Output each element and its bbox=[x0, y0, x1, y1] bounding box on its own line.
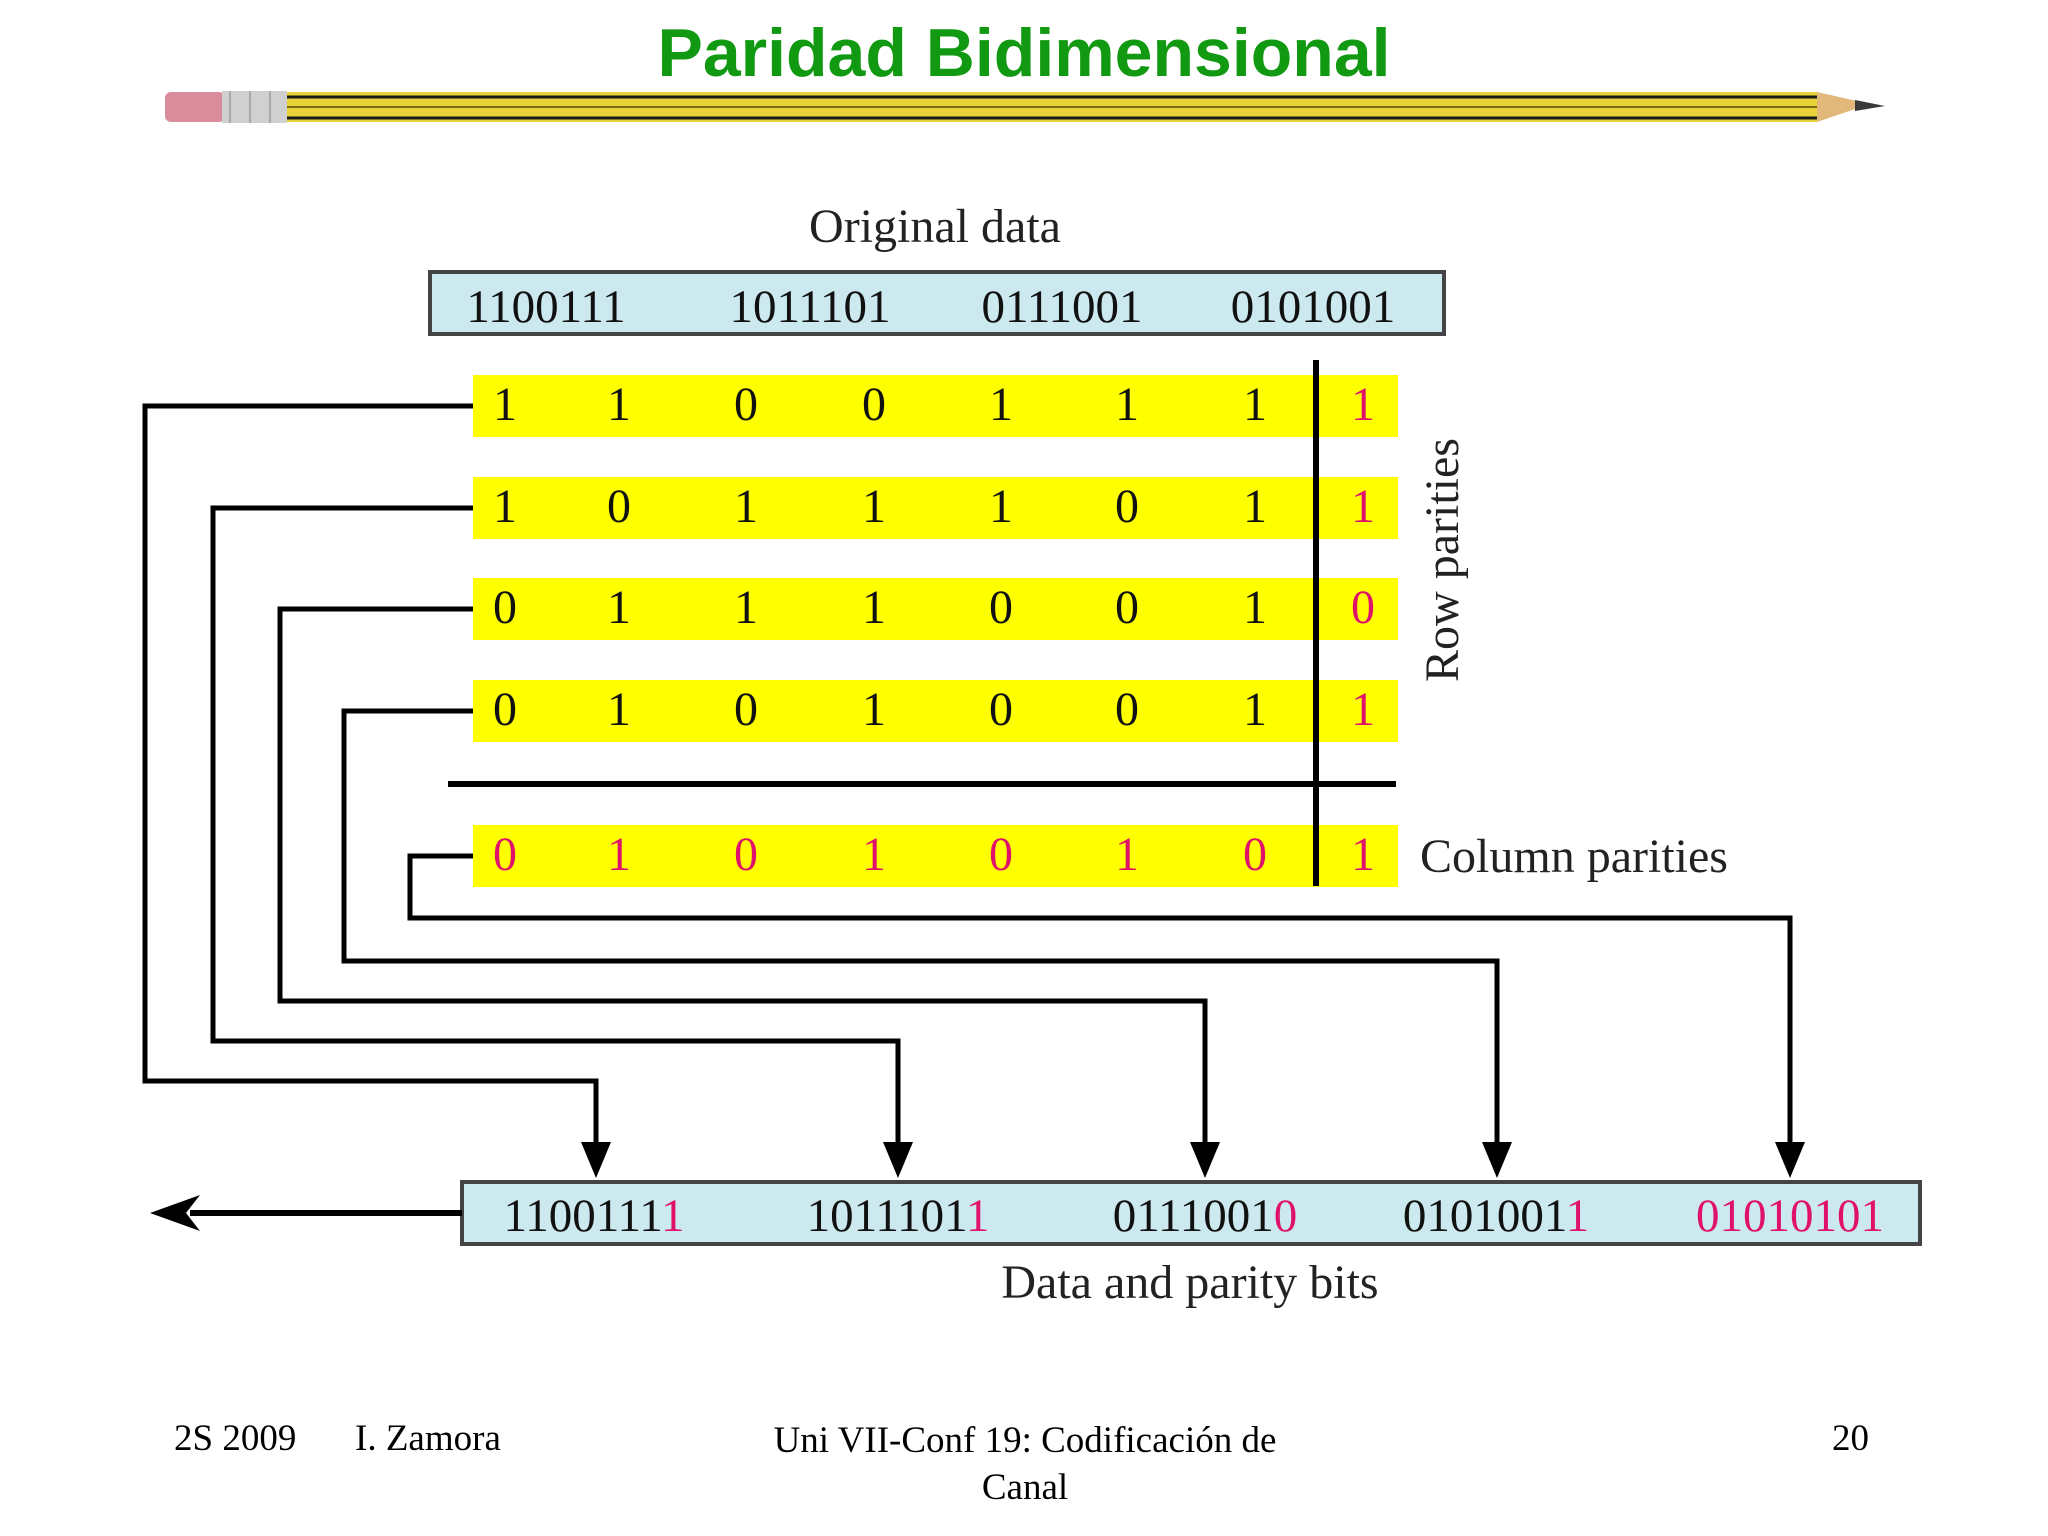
bit-cell: 1 bbox=[734, 480, 758, 533]
bit-cell: 1 bbox=[862, 581, 886, 634]
column-parities-label: Column parities bbox=[1420, 830, 1728, 883]
bit-cell: 0 bbox=[1115, 581, 1139, 634]
row-parities-label: Row parities bbox=[1416, 438, 1469, 682]
parity-bit: 1 bbox=[1351, 378, 1375, 431]
connector-line bbox=[341, 708, 1500, 1162]
footer-author: I. Zamora bbox=[355, 1418, 501, 1459]
original-data-word: 1011101 bbox=[729, 281, 890, 333]
bit-cell: 1 bbox=[1243, 378, 1267, 431]
bit-cell: 0 bbox=[1115, 683, 1139, 736]
bit-cell: 1 bbox=[862, 480, 886, 533]
bit-cell: 1 bbox=[607, 378, 631, 431]
output-data-word: 01010011 bbox=[1403, 1190, 1589, 1242]
connector-line bbox=[210, 505, 901, 1162]
bit-cell: 1 bbox=[734, 581, 758, 634]
output-data-word: 10111011 bbox=[807, 1190, 990, 1242]
footer-course-line1: Uni VII-Conf 19: Codificación de bbox=[773, 1420, 1277, 1461]
bit-cell: 1 bbox=[1115, 378, 1139, 431]
footer-course: Uni VII-Conf 19: Codificación de Canal bbox=[700, 1417, 1350, 1511]
bit-cell: 0 bbox=[734, 828, 758, 881]
data-row-band bbox=[473, 477, 1398, 539]
bit-cell: 0 bbox=[493, 828, 517, 881]
parity-bit: 1 bbox=[1351, 683, 1375, 736]
bit-cell: 1 bbox=[1243, 480, 1267, 533]
slide-title: Paridad Bidimensional bbox=[657, 15, 1391, 91]
footer-page-number: 20 bbox=[1832, 1418, 1869, 1459]
data-row-band bbox=[473, 680, 1398, 742]
parity-bit: 1 bbox=[1351, 828, 1375, 881]
bit-cell: 1 bbox=[1243, 683, 1267, 736]
bit-cell: 1 bbox=[1115, 828, 1139, 881]
output-data-word: 01110010 bbox=[1113, 1190, 1298, 1242]
output-data-word: 01010101 bbox=[1696, 1190, 1884, 1242]
parity-bit: 1 bbox=[1351, 480, 1375, 533]
original-data-word: 0111001 bbox=[981, 281, 1142, 333]
arrow-down-icon bbox=[1482, 1142, 1512, 1178]
bit-cell: 0 bbox=[862, 378, 886, 431]
original-data-word: 0101001 bbox=[1231, 281, 1396, 333]
bit-cell: 1 bbox=[607, 683, 631, 736]
arrow-left-icon bbox=[150, 1195, 200, 1231]
output-data-word: 11001111 bbox=[503, 1190, 684, 1242]
bit-cell: 1 bbox=[607, 828, 631, 881]
arrow-down-icon bbox=[883, 1142, 913, 1178]
bit-cell: 0 bbox=[734, 378, 758, 431]
bit-cell: 0 bbox=[493, 581, 517, 634]
output-label: Data and parity bits bbox=[1001, 1256, 1378, 1309]
bit-cell: 0 bbox=[1243, 828, 1267, 881]
bit-cell: 1 bbox=[862, 828, 886, 881]
connector-line bbox=[407, 853, 1793, 1162]
bit-cell: 0 bbox=[989, 683, 1013, 736]
bit-cell: 0 bbox=[989, 828, 1013, 881]
original-data-box bbox=[428, 270, 1446, 336]
bit-cell: 0 bbox=[607, 480, 631, 533]
bit-cell: 1 bbox=[493, 378, 517, 431]
bit-cell: 0 bbox=[493, 683, 517, 736]
footer-term: 2S 2009 bbox=[174, 1418, 297, 1459]
bit-cell: 1 bbox=[989, 480, 1013, 533]
footer-course-line2: Canal bbox=[981, 1467, 1069, 1508]
column-parity-row-band bbox=[473, 825, 1398, 887]
pencil-divider-icon bbox=[165, 91, 1885, 123]
bit-cell: 1 bbox=[607, 581, 631, 634]
arrow-down-icon bbox=[1775, 1142, 1805, 1178]
arrow-down-icon bbox=[581, 1142, 611, 1178]
original-data-label: Original data bbox=[809, 200, 1061, 253]
bit-cell: 1 bbox=[862, 683, 886, 736]
original-data-word: 1100111 bbox=[466, 281, 625, 333]
bit-cell: 1 bbox=[1243, 581, 1267, 634]
parity-bit: 0 bbox=[1351, 581, 1375, 634]
connector-line bbox=[142, 403, 599, 1162]
data-row-band bbox=[473, 578, 1398, 640]
arrow-down-icon bbox=[1190, 1142, 1220, 1178]
bit-cell: 0 bbox=[734, 683, 758, 736]
bit-cell: 1 bbox=[989, 378, 1013, 431]
data-row-band bbox=[473, 375, 1398, 437]
bit-cell: 0 bbox=[1115, 480, 1139, 533]
output-data-box bbox=[460, 1180, 1922, 1246]
bit-cell: 1 bbox=[493, 480, 517, 533]
bit-cell: 0 bbox=[989, 581, 1013, 634]
connector-line bbox=[277, 606, 1208, 1162]
